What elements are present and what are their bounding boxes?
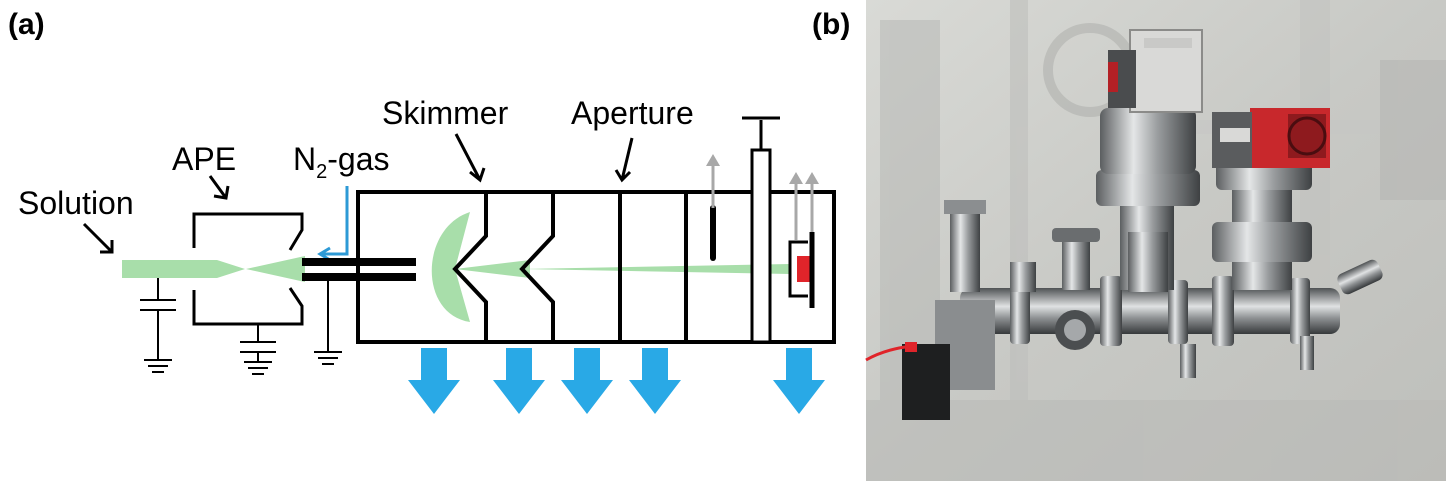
panel-b-label: (b) xyxy=(812,8,850,41)
panel-a: (a) Solution APE N2-gas Skimmer Aperture xyxy=(8,8,850,414)
pump-arrows xyxy=(408,348,825,414)
pointer-arrow-solution xyxy=(82,222,114,254)
ape-electrode xyxy=(192,212,304,326)
expansion-cone xyxy=(431,212,470,322)
beam-stage-2 xyxy=(522,264,790,274)
label-n2-main: N xyxy=(293,141,316,177)
pump-arrow-5 xyxy=(773,348,825,414)
pump-arrow-2 xyxy=(493,348,545,414)
ape-ground xyxy=(240,324,276,375)
capillary-tip xyxy=(217,260,245,278)
photo-pump-left xyxy=(1096,29,1203,292)
gray-arrows xyxy=(706,154,819,240)
n2-gas-line xyxy=(317,186,349,262)
pointer-arrow-aperture xyxy=(614,137,634,183)
label-aperture: Aperture xyxy=(571,95,694,131)
panel-b-photo xyxy=(865,0,1446,481)
pump-arrow-1 xyxy=(408,348,460,414)
label-skimmer: Skimmer xyxy=(382,95,509,131)
photo-main-tube xyxy=(960,288,1340,334)
beam-stage-1 xyxy=(455,260,530,278)
ion-beam xyxy=(122,212,790,322)
spray-plume xyxy=(246,256,305,282)
label-n2-suffix: -gas xyxy=(327,141,389,177)
label-ape: APE xyxy=(172,141,236,177)
photo-lab-background xyxy=(866,0,1446,481)
vacuum-chamber xyxy=(356,190,836,344)
skimmer-1 xyxy=(452,194,488,340)
photo-black-stage xyxy=(902,344,950,420)
pointer-arrow-ape xyxy=(208,175,230,200)
skimmer-2 xyxy=(519,194,555,340)
pointer-arrow-skimmer xyxy=(454,133,486,183)
detector xyxy=(788,232,815,308)
photo-pump-right xyxy=(1212,108,1330,290)
pump-arrow-3 xyxy=(561,348,613,414)
photo-red-clip xyxy=(905,342,917,352)
label-n2-gas: N2-gas xyxy=(293,141,389,183)
pointer-arrows xyxy=(82,133,634,254)
photo-side-ports xyxy=(944,200,1383,378)
solution-ground xyxy=(140,278,176,373)
label-n2-subscript: 2 xyxy=(316,161,327,183)
solution-capillary xyxy=(122,260,217,278)
photo-flanges xyxy=(1010,276,1310,350)
panel-a-label: (a) xyxy=(8,8,45,41)
pump-arrow-4 xyxy=(629,348,681,414)
label-solution: Solution xyxy=(18,185,134,221)
valve xyxy=(742,116,780,344)
